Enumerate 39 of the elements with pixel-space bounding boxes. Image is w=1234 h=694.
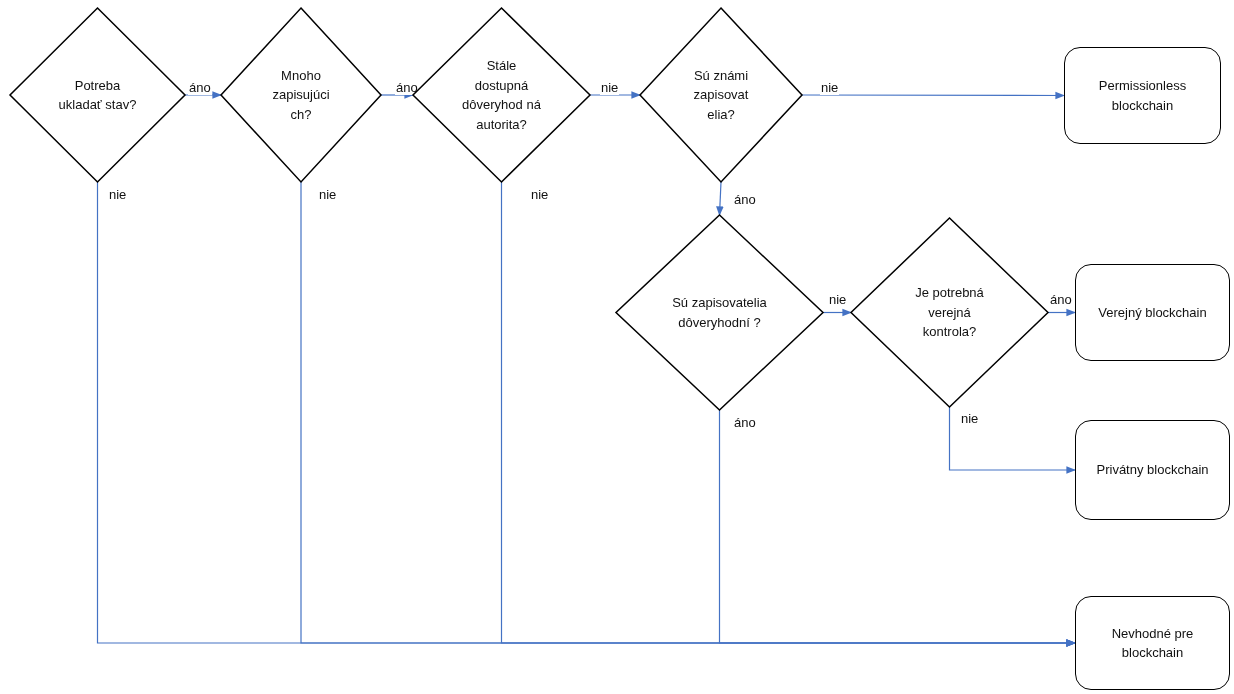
decision-diamond [221, 8, 381, 182]
outcome-text: Permissionless blockchain [1097, 77, 1188, 115]
arrow [1047, 308, 1076, 317]
arrow [589, 91, 641, 99]
edge-label: áno [733, 192, 757, 207]
edge-label: áno [1049, 292, 1073, 307]
outcome-box [1064, 47, 1221, 144]
decision-question: Sú zapisovatelia dôveryhodní ? [671, 294, 768, 332]
outcome-box [1075, 596, 1230, 690]
arrow [822, 308, 852, 317]
edge-label: áno [733, 415, 757, 430]
arrow [718, 409, 1076, 647]
decision-diamond [616, 215, 823, 410]
decision-question: Potreba ukladať stav? [57, 76, 138, 114]
arrow [184, 91, 222, 99]
edge-label: nie [108, 187, 128, 202]
arrow [380, 91, 414, 99]
edge-label: nie [318, 187, 338, 202]
decision-diamond [10, 8, 185, 182]
edge-label: áno [188, 80, 212, 95]
arrow [716, 181, 724, 216]
edge-label: nie [530, 187, 550, 202]
decision-question: Stále dostupná dôveryhod ná autorita? [461, 57, 542, 134]
outcome-text: Privátny blockchain [1096, 461, 1209, 480]
decision-diamond [851, 218, 1048, 407]
arrow [948, 406, 1076, 474]
decision-question: Je potrebná verejná kontrola? [914, 284, 985, 342]
outcome-box [1075, 264, 1230, 361]
decision-question: Sú známi zapisovat elia? [692, 66, 750, 124]
outcome-box [1075, 420, 1230, 520]
edge-label: nie [820, 80, 840, 95]
outcome-text: Nevhodné pre blockchain [1110, 624, 1195, 662]
outcome-text: Verejný blockchain [1098, 303, 1207, 322]
decision-diamond [640, 8, 802, 182]
edge-label: nie [960, 411, 980, 426]
edge-label: nie [600, 80, 620, 95]
decision-question: Mnoho zapisujúci ch? [271, 66, 331, 124]
edge-label: nie [828, 292, 848, 307]
arrow [801, 91, 1065, 100]
